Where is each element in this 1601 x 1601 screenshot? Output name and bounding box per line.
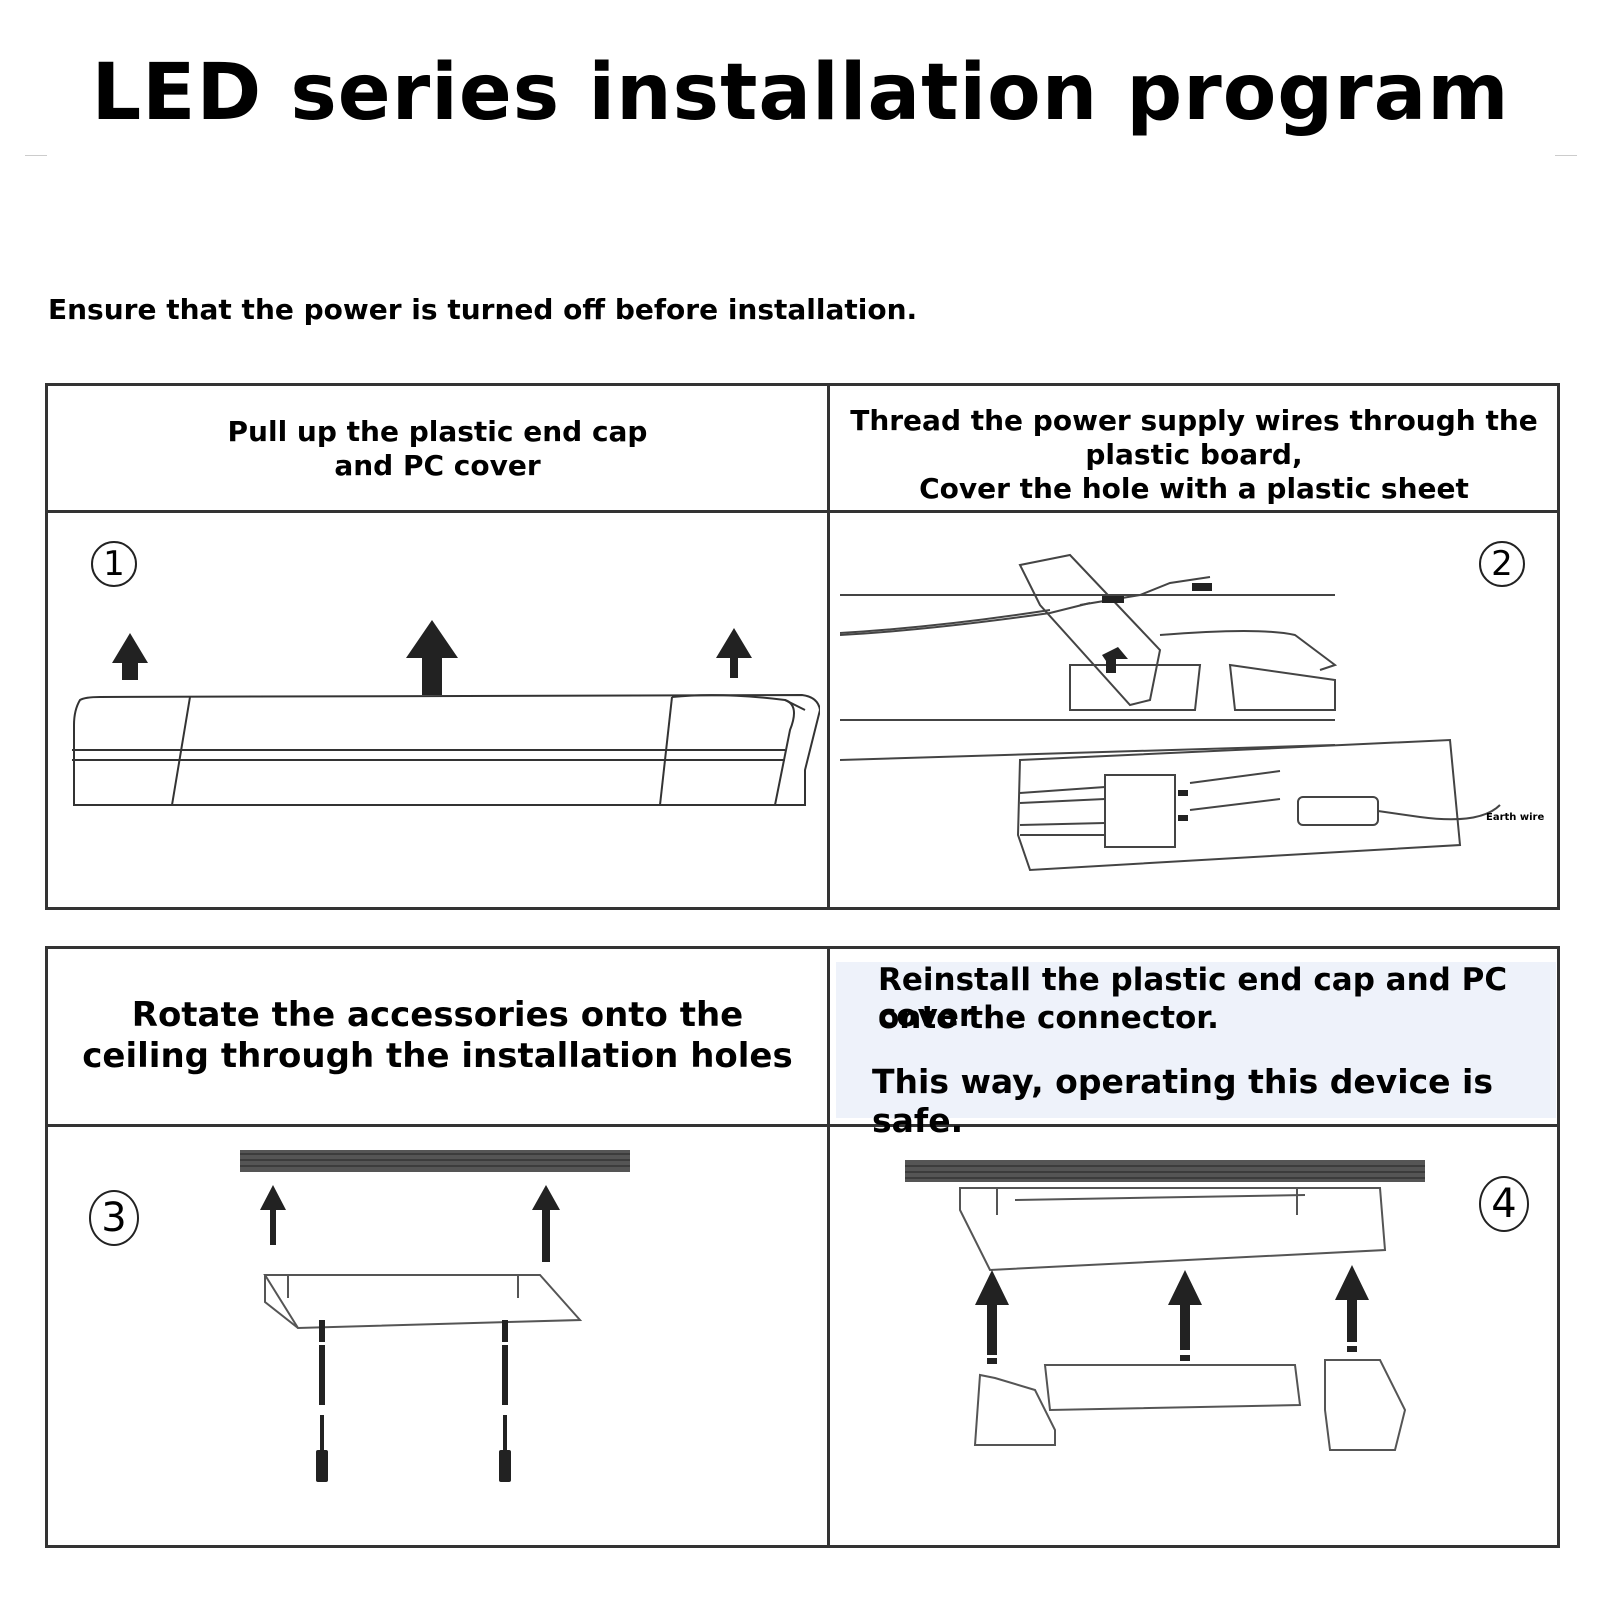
title-rule	[25, 155, 47, 156]
step-4-caption: Reinstall the plastic end cap and PC cov…	[836, 962, 1556, 1140]
caption-line: Pull up the plastic end cap	[227, 415, 648, 448]
title-rule	[1555, 155, 1577, 156]
ceiling-screw-mounting-icon	[240, 1150, 630, 1482]
steps-grid-bottom	[45, 946, 1560, 1548]
steps-grid-top	[45, 383, 1560, 910]
caption-line: ceiling through the installation holes	[82, 1036, 793, 1077]
step-3-number: 3	[89, 1190, 139, 1246]
caption-line: Thread the power supply wires through th…	[850, 404, 1538, 437]
step-2-caption: Thread the power supply wires through th…	[830, 404, 1558, 506]
caption-line: plastic board,	[1085, 438, 1303, 472]
earth-wire-label: Earth wire	[1486, 812, 1545, 823]
caption-line: Reinstall the plastic end cap and PC cov…	[878, 962, 1508, 1034]
safety-warning: Ensure that the power is turned off befo…	[48, 293, 918, 326]
reassemble-end-caps-icon	[905, 1160, 1425, 1451]
step-1-caption: Pull up the plastic end cap and PC cover	[48, 415, 827, 483]
grid-divider	[45, 1124, 1560, 1127]
caption-line: onto the connector.	[878, 1000, 1219, 1036]
grid-divider	[45, 510, 1560, 513]
safety-note: This way, operating this device is safe.	[872, 1062, 1493, 1140]
caption-line: Rotate the accessories onto the	[131, 995, 744, 1035]
caption-line: Cover the hole with a plastic sheet	[919, 472, 1469, 506]
step-1-number: 1	[91, 541, 137, 587]
step-3-caption: Rotate the accessories onto the ceiling …	[48, 995, 827, 1078]
grid-divider	[827, 946, 830, 1548]
step-4-number: 4	[1479, 1176, 1529, 1232]
grid-divider	[827, 383, 830, 910]
caption-line: and PC cover	[334, 449, 541, 483]
led-fixture-cover-removal-icon	[72, 620, 820, 806]
page-title: LED series installation program	[91, 48, 1510, 138]
wiring-diagram-icon	[840, 553, 1501, 872]
step-2-number: 2	[1479, 541, 1525, 587]
